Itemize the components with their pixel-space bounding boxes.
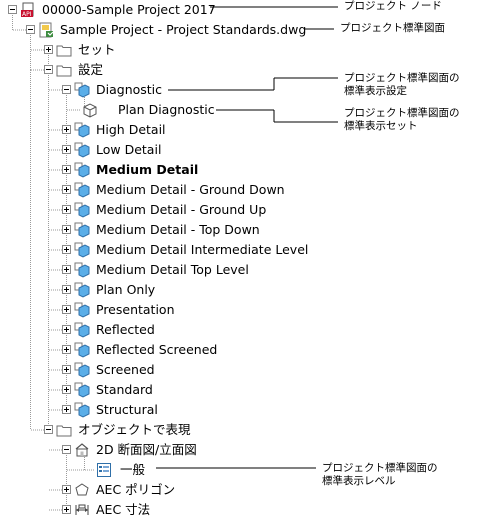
- tree-label: 一般: [120, 462, 146, 477]
- display-config-icon: [74, 182, 90, 198]
- display-config-icon: [74, 362, 90, 378]
- tree-label: Sample Project - Project Standards.dwg: [60, 22, 307, 37]
- tree-label: オブジェクトで表現: [78, 422, 191, 437]
- collapse-toggle[interactable]: [8, 5, 17, 14]
- section-elevation-icon: [75, 443, 89, 457]
- expand-toggle[interactable]: [44, 45, 53, 54]
- expand-toggle[interactable]: [62, 205, 71, 214]
- display-rep-icon: [97, 463, 111, 477]
- expand-toggle[interactable]: [62, 345, 71, 354]
- display-config-icon: [74, 142, 90, 158]
- expand-toggle[interactable]: [62, 165, 71, 174]
- expand-toggle[interactable]: [62, 245, 71, 254]
- callout-display-rep: プロジェクト標準図面の 標準表示レベル: [322, 462, 438, 488]
- display-config-icon: [74, 262, 90, 278]
- tree-label: Diagnostic: [96, 82, 163, 97]
- tree-label: Structural: [96, 402, 158, 417]
- collapse-toggle[interactable]: [62, 85, 71, 94]
- expand-toggle[interactable]: [62, 145, 71, 154]
- tree-label: Medium Detail - Top Down: [96, 222, 260, 237]
- callout-project-node: プロジェクト ノード: [344, 0, 442, 12]
- tree-label: セット: [78, 42, 116, 57]
- expand-toggle[interactable]: [62, 405, 71, 414]
- tree-label: Reflected Screened: [96, 342, 218, 357]
- tree-label: Low Detail: [96, 142, 162, 157]
- collapse-toggle[interactable]: [44, 425, 53, 434]
- tree-label: AEC 寸法: [96, 502, 151, 517]
- tree-label: AEC ポリゴン: [96, 482, 176, 497]
- expand-toggle[interactable]: [62, 285, 71, 294]
- folder-icon: [56, 425, 72, 437]
- collapse-toggle[interactable]: [62, 445, 71, 454]
- callout-line: プロジェクト標準図面の: [322, 462, 438, 474]
- tree-label: Medium Detail - Ground Down: [96, 182, 285, 197]
- tree-label: High Detail: [96, 122, 166, 137]
- tree-label: Screened: [96, 362, 155, 377]
- dwg-standards-icon: [39, 22, 54, 38]
- display-config-icon: [74, 222, 90, 238]
- expand-toggle[interactable]: [62, 485, 71, 494]
- dimension-icon: [75, 504, 89, 515]
- tree-label: Presentation: [96, 302, 175, 317]
- expand-toggle[interactable]: [62, 265, 71, 274]
- display-config-icon: [74, 82, 90, 98]
- expand-toggle[interactable]: [62, 185, 71, 194]
- expand-toggle[interactable]: [62, 325, 71, 334]
- display-config-icon: [74, 202, 90, 218]
- callout-line: 標準表示セット: [344, 120, 418, 132]
- expand-toggle[interactable]: [62, 365, 71, 374]
- expand-toggle[interactable]: [62, 505, 71, 514]
- tree-label: Plan Only: [96, 282, 156, 297]
- tree-label: 00000-Sample Project 2017: [42, 2, 216, 17]
- callout-line: プロジェクト標準図面の: [344, 72, 460, 84]
- expand-toggle[interactable]: [62, 125, 71, 134]
- project-icon: API: [21, 2, 34, 18]
- polygon-icon: [75, 483, 89, 496]
- callout-line: プロジェクト標準図面の: [344, 107, 460, 119]
- collapse-toggle[interactable]: [44, 65, 53, 74]
- tree-label: Medium Detail Intermediate Level: [96, 242, 309, 257]
- display-config-icon: [74, 162, 90, 178]
- tree-label: Plan Diagnostic: [118, 102, 215, 117]
- expand-toggle[interactable]: [62, 305, 71, 314]
- tree-label: 設定: [78, 62, 104, 77]
- collapse-toggle[interactable]: [26, 25, 35, 34]
- tree-label: 2D 断面図/立面図: [96, 442, 197, 457]
- tree-label: Medium Detail - Ground Up: [96, 202, 267, 217]
- expand-toggle[interactable]: [62, 225, 71, 234]
- display-config-icon: [74, 242, 90, 258]
- display-config-icon: [74, 122, 90, 138]
- expand-toggle[interactable]: [62, 385, 71, 394]
- display-config-icon: [74, 342, 90, 358]
- tree-label: Medium Detail Top Level: [96, 262, 249, 277]
- callout-display-set: プロジェクト標準図面の 標準表示セット: [344, 107, 460, 133]
- folder-icon: [56, 65, 72, 77]
- display-config-icon: [74, 282, 90, 298]
- display-set-icon: [83, 103, 97, 118]
- callout-standards-drawing: プロジェクト標準図面: [340, 22, 445, 34]
- display-config-icon: [74, 402, 90, 418]
- tree-label: Medium Detail: [96, 162, 199, 177]
- display-config-icon: [74, 302, 90, 318]
- tree-label: Reflected: [96, 322, 155, 337]
- display-config-icon: [74, 382, 90, 398]
- svg-text:API: API: [22, 11, 32, 18]
- callout-line: 標準表示設定: [344, 85, 407, 97]
- folder-icon: [56, 45, 72, 57]
- callout-line: 標準表示レベル: [322, 475, 396, 487]
- display-config-icon: [74, 322, 90, 338]
- tree-label: Standard: [96, 382, 153, 397]
- callout-display-config: プロジェクト標準図面の 標準表示設定: [344, 72, 460, 98]
